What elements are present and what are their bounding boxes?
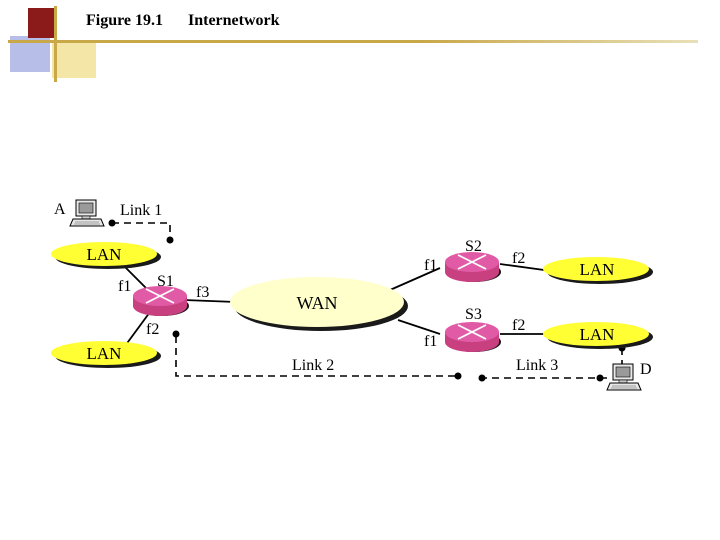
lan-4-label: LAN xyxy=(580,325,615,344)
router-s3-label: S3 xyxy=(465,306,482,323)
lan-4: LAN xyxy=(543,322,653,349)
s1-port-f3-label: f3 xyxy=(196,284,209,301)
link-endpoints xyxy=(108,219,626,382)
lan-2-label: LAN xyxy=(87,344,122,363)
router-s2 xyxy=(444,251,502,283)
decor-yellow-square xyxy=(52,40,96,78)
s1-to-wan-line xyxy=(183,299,237,303)
lan-2: LAN xyxy=(51,341,161,368)
decor-red-square xyxy=(28,8,54,38)
s2-port-f2-label: f2 xyxy=(512,250,525,267)
s3-port-f2-label: f2 xyxy=(512,317,525,334)
lan-3-label: LAN xyxy=(580,260,615,279)
wan-cloud: WAN xyxy=(230,277,408,331)
s1-port-f2-label: f2 xyxy=(146,321,159,338)
link-3-label: Link 3 xyxy=(516,357,558,374)
link-2-label: Link 2 xyxy=(292,357,334,374)
host-d-computer-icon xyxy=(606,363,642,391)
lan2-to-s1-line xyxy=(124,311,151,347)
wan-label: WAN xyxy=(297,293,338,313)
decor-vertical-line xyxy=(54,6,57,82)
lan-1: LAN xyxy=(51,242,161,269)
figure-title: Internetwork xyxy=(188,12,280,29)
host-d-label: D xyxy=(640,361,652,378)
lan-3: LAN xyxy=(543,257,653,284)
router-s1 xyxy=(132,285,190,317)
figure-caption: Figure 19.1 Internetwork xyxy=(86,12,280,30)
router-s2-label: S2 xyxy=(465,238,482,255)
link-2-path xyxy=(175,336,458,377)
host-a-computer-icon xyxy=(69,199,105,227)
link-2-endpoint-b xyxy=(454,372,462,380)
wan-to-s3-line xyxy=(397,319,441,335)
router-s1-label: S1 xyxy=(157,273,174,290)
host-a-label: A xyxy=(54,201,66,218)
s2-port-f1-label: f1 xyxy=(424,257,437,274)
link-1-endpoint-b xyxy=(166,236,174,244)
figure-number: Figure 19.1 xyxy=(86,12,164,29)
link-3-endpoint-a xyxy=(478,374,486,382)
lan-1-label: LAN xyxy=(87,245,122,264)
s3-port-f1-label: f1 xyxy=(424,333,437,350)
link-2-endpoint-a xyxy=(172,330,180,338)
s2-to-lan3-line xyxy=(499,263,545,271)
wan-to-s2-line xyxy=(389,267,441,291)
router-s3 xyxy=(444,321,502,353)
link-3-endpoint-b xyxy=(596,374,604,382)
decor-horizontal-line xyxy=(8,40,698,43)
link-1-endpoint-a xyxy=(108,219,116,227)
link-1-path xyxy=(112,222,171,240)
link-1-label: Link 1 xyxy=(120,202,162,219)
s1-port-f1-label: f1 xyxy=(118,278,131,295)
